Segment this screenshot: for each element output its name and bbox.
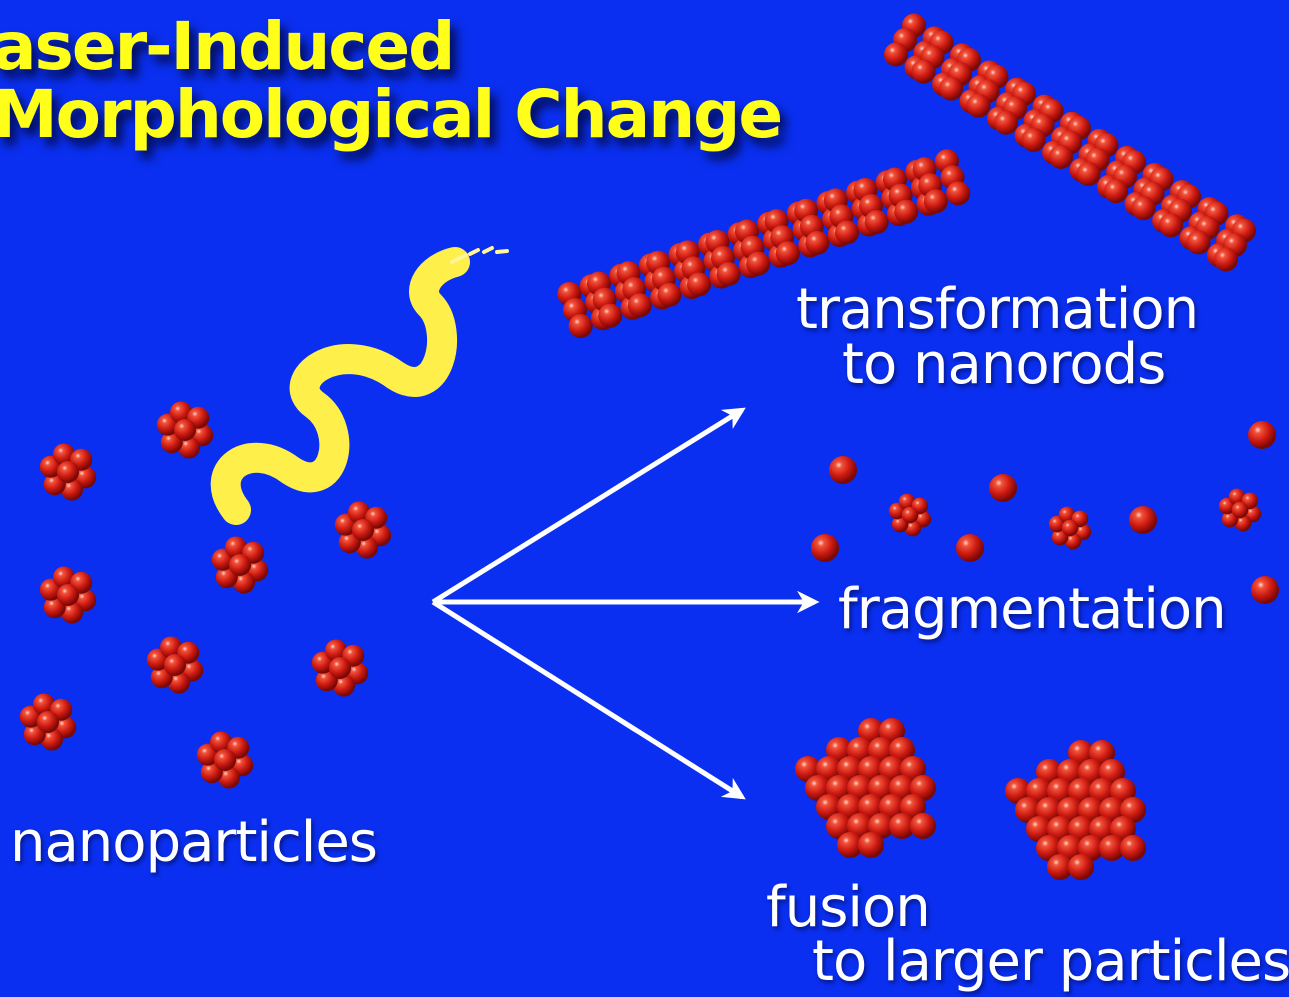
fragment-cluster bbox=[889, 494, 931, 537]
label-nanoparticles: nanoparticles bbox=[10, 815, 377, 871]
fragment bbox=[1129, 506, 1157, 534]
fragment bbox=[1248, 421, 1276, 449]
arrow-to-fusion bbox=[433, 602, 742, 797]
fragment bbox=[1251, 576, 1279, 604]
fused-particle bbox=[1005, 740, 1146, 880]
label-fusion-line-1: fusion bbox=[766, 880, 930, 936]
arrow-to-nanorods bbox=[433, 410, 742, 602]
fragment-cluster bbox=[1219, 489, 1261, 532]
nanoparticle bbox=[40, 566, 96, 623]
title-line-2: Morphological Change bbox=[0, 82, 781, 148]
fragment bbox=[829, 456, 857, 484]
fragment-cluster bbox=[1049, 507, 1091, 550]
label-nanorods-line-1: transformation bbox=[796, 282, 1198, 338]
nanoparticle bbox=[40, 443, 96, 500]
fragment bbox=[811, 534, 839, 562]
nanoparticle bbox=[212, 536, 268, 593]
nanoparticle bbox=[147, 636, 203, 693]
title-line-1: aser-Induced bbox=[0, 14, 453, 80]
nanoparticle bbox=[335, 501, 391, 558]
nanoparticle bbox=[312, 639, 368, 696]
nanoparticle bbox=[197, 731, 253, 788]
label-nanorods-line-2: to nanorods bbox=[842, 337, 1165, 393]
label-fragmentation: fragmentation bbox=[838, 582, 1226, 638]
nanoparticle bbox=[157, 401, 213, 458]
nanorod bbox=[884, 14, 1256, 272]
process-arrows bbox=[433, 410, 815, 797]
label-fusion-line-2: to larger particles bbox=[812, 934, 1289, 990]
fragment bbox=[956, 534, 984, 562]
nanoparticle bbox=[20, 693, 76, 750]
laser-beam-icon bbox=[226, 248, 507, 510]
fused-particle bbox=[795, 718, 936, 858]
fragment bbox=[989, 474, 1017, 502]
